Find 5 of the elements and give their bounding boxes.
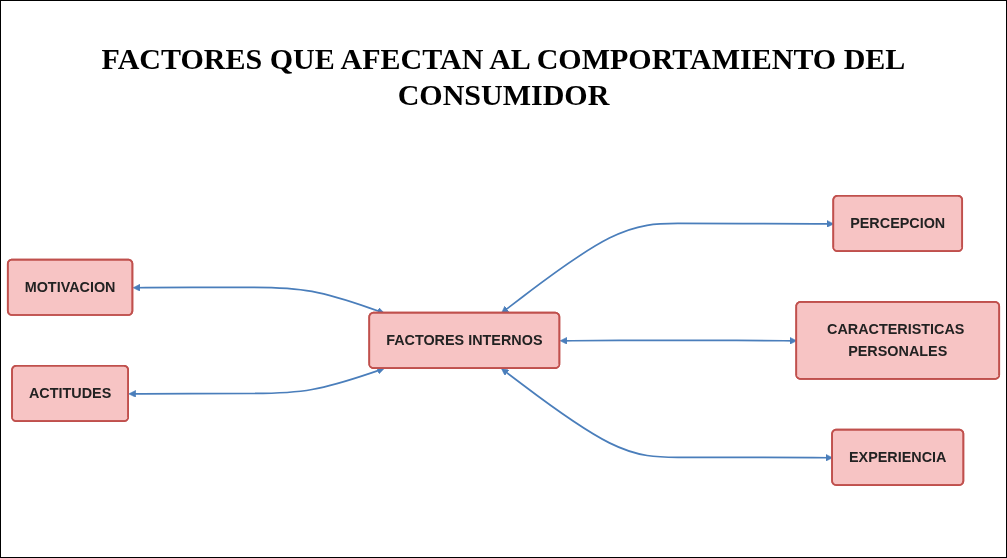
arrow	[501, 368, 833, 462]
diagram-title: FACTORES QUE AFECTAN AL COMPORTAMIENTO DEL CONSUMIDOR	[100, 41, 907, 113]
arrow	[128, 366, 385, 398]
arrow	[559, 336, 797, 345]
arrow	[501, 219, 834, 313]
